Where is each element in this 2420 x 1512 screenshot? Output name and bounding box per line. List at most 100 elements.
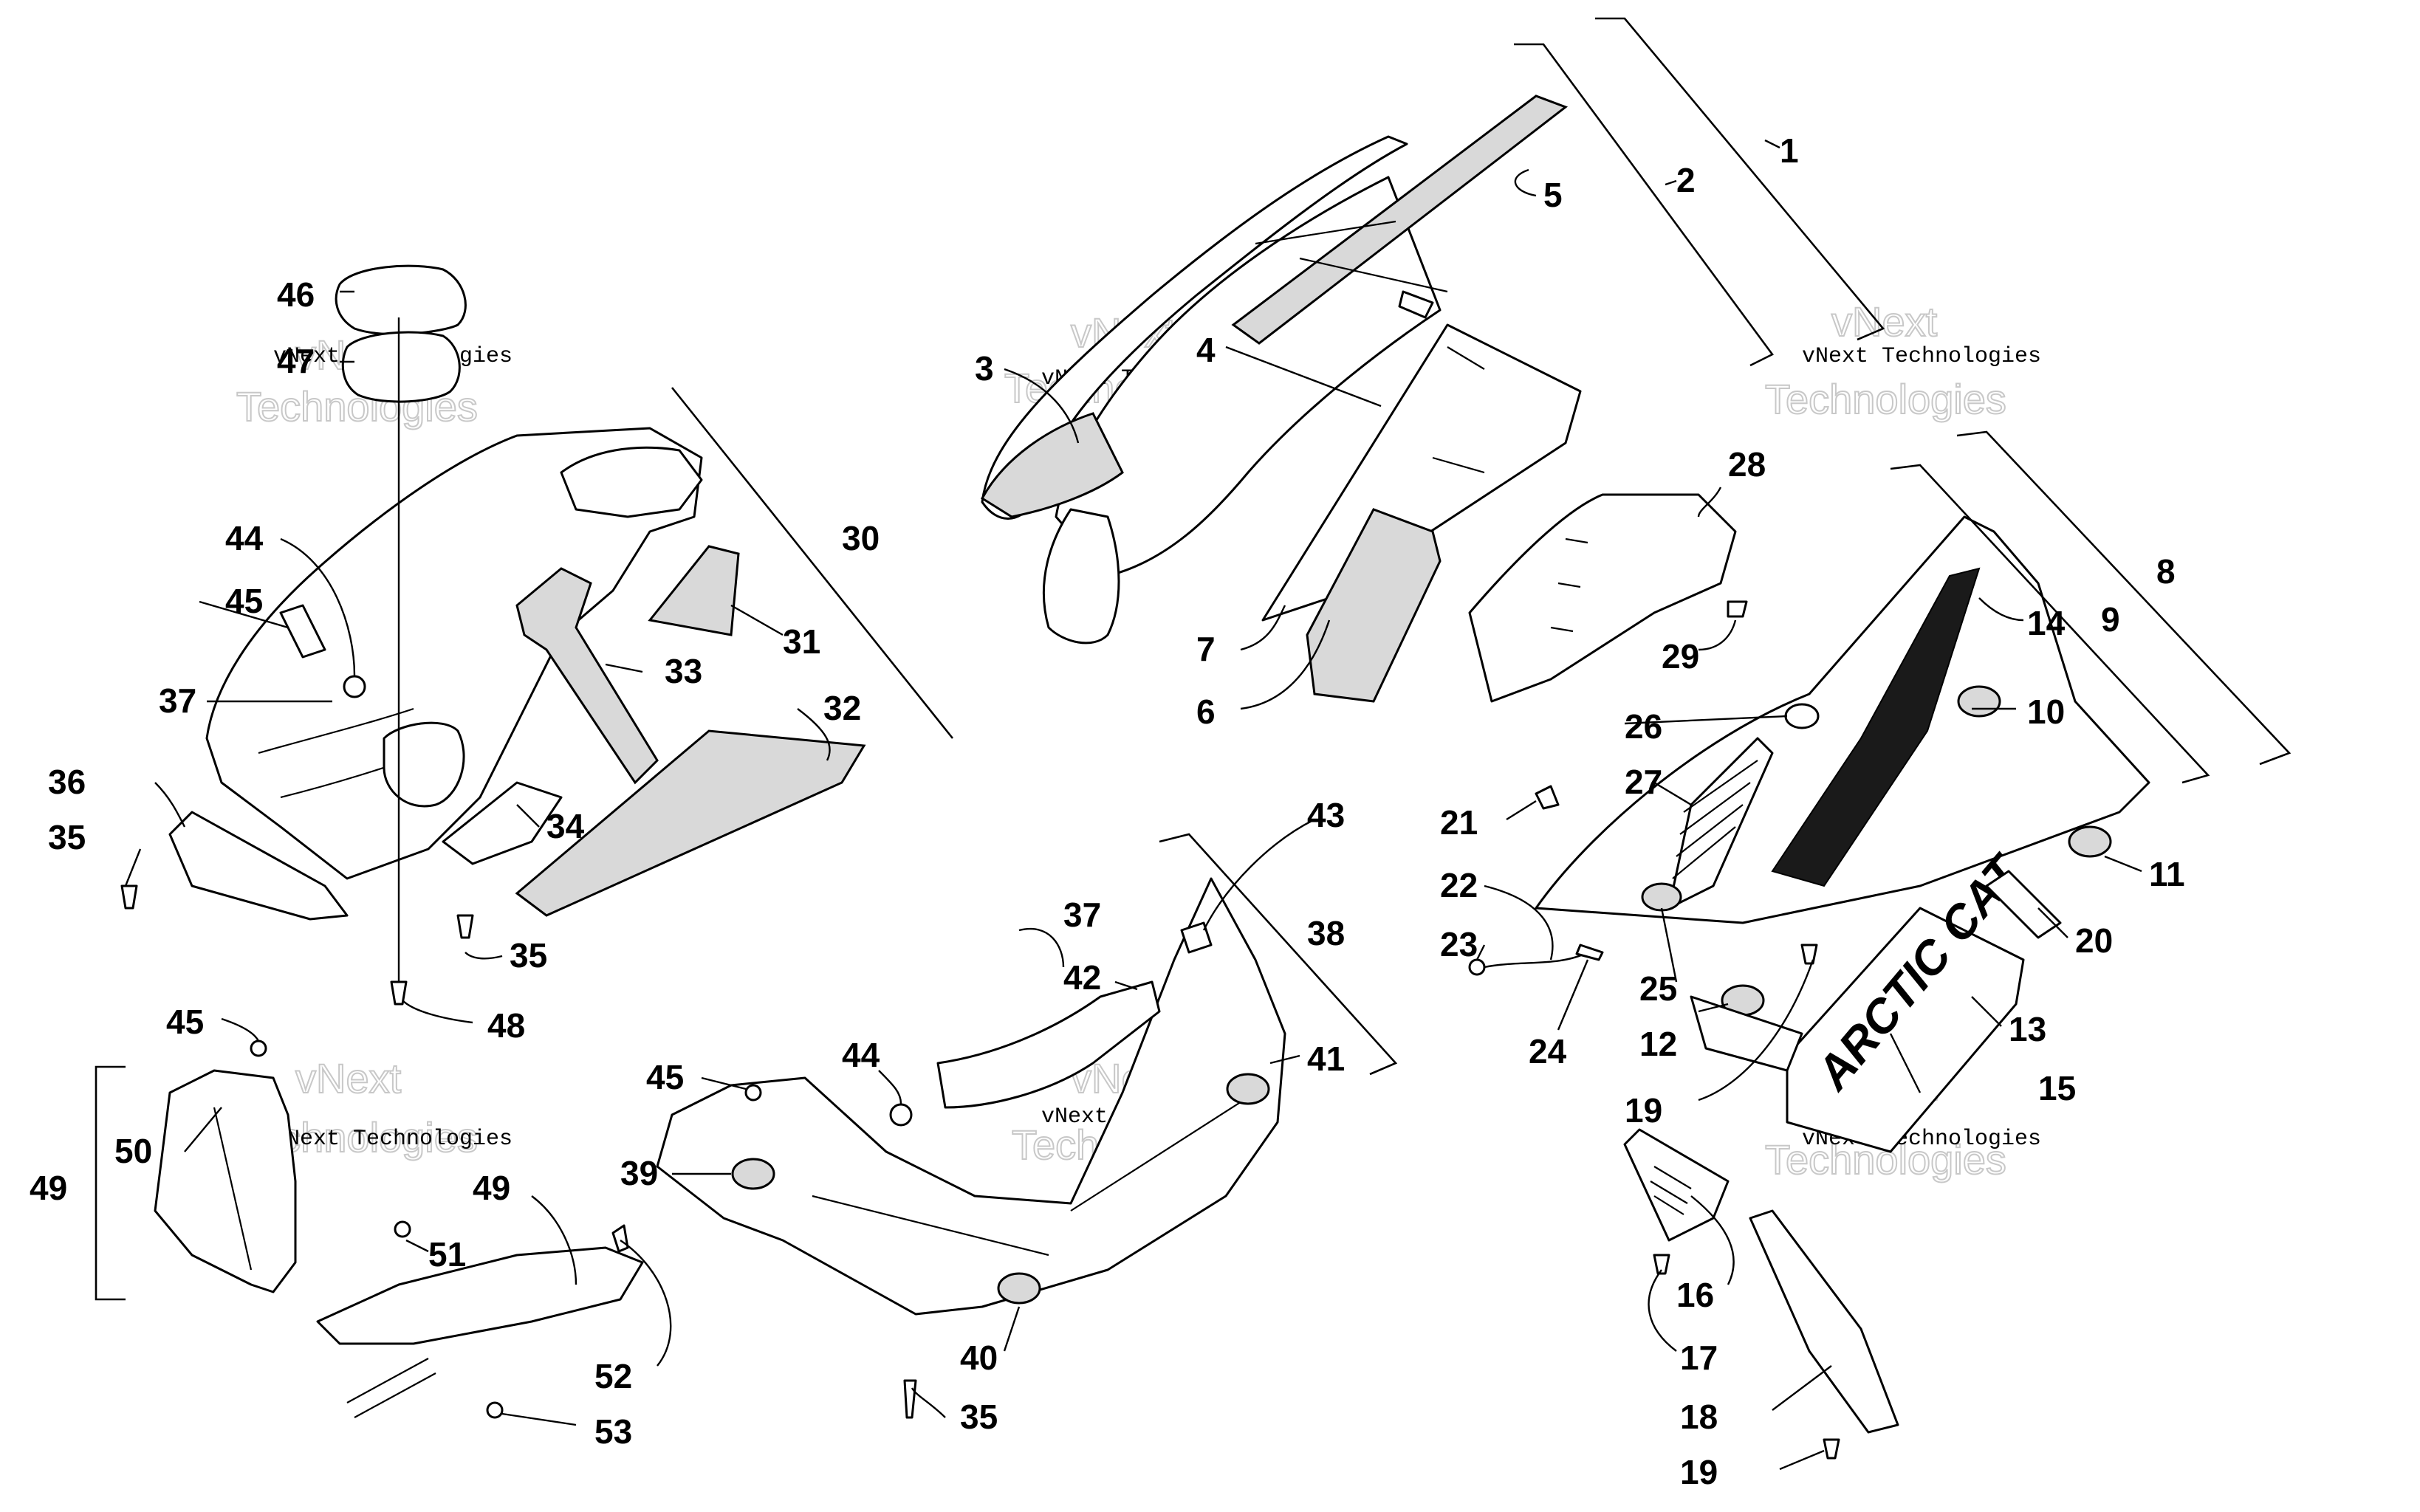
- hood-nose: [1042, 508, 1120, 645]
- kick-panel-assembly: [95, 1040, 644, 1419]
- leader-25: [1660, 907, 1678, 983]
- callout-47: 47: [277, 342, 315, 380]
- callout-49-b: 49: [473, 1169, 510, 1207]
- leader-50: [184, 1107, 222, 1152]
- console-body: [205, 427, 703, 880]
- leader-12: [1698, 1003, 1729, 1013]
- gauge-gasket: [341, 331, 461, 403]
- hood-inner-line: [1255, 220, 1396, 245]
- leader-2: [1665, 179, 1677, 186]
- screw-53: [486, 1401, 504, 1419]
- callout-20: 20: [2075, 921, 2113, 960]
- rivet-19-b: [1823, 1438, 1840, 1460]
- clip-21: [1535, 785, 1560, 810]
- watermark-text-4: vNext Technologies: [273, 1127, 513, 1152]
- console-side-panel: [168, 811, 349, 921]
- callout-28: 28: [1728, 445, 1766, 484]
- console-ear: [560, 446, 703, 518]
- leader-28: [1697, 487, 1722, 518]
- watermark-brand-b-3: Technologies: [1765, 376, 2006, 422]
- callout-2: 2: [1676, 161, 1696, 199]
- leader-41: [1269, 1054, 1300, 1065]
- windshield-foam-pad: [1306, 508, 1442, 703]
- callout-29: 29: [1662, 637, 1699, 676]
- watermark-brand-a-3: vNext: [1831, 298, 1938, 345]
- clip-45-a: [279, 604, 326, 659]
- connector-24: [1575, 944, 1604, 961]
- grommet-44-a: [343, 675, 366, 698]
- leader-14: [1978, 597, 2024, 622]
- leader-35-a: [465, 952, 503, 960]
- leader-3: [1004, 368, 1080, 444]
- leader-44-a: [280, 537, 356, 676]
- belly-pan: [656, 877, 1286, 1316]
- watermark-brand-a-4: vNext: [295, 1055, 402, 1102]
- leader-45-a: [199, 600, 289, 629]
- console-foam-strip: [515, 567, 659, 785]
- callout-3: 3: [975, 349, 994, 388]
- bracket-9: [1890, 464, 2210, 784]
- leader-17: [1648, 1269, 1677, 1352]
- callout-35-b: 35: [48, 818, 86, 856]
- callout-39: 39: [620, 1154, 658, 1192]
- leader-11: [2104, 855, 2142, 873]
- rivet-35-b: [120, 884, 138, 910]
- callout-33: 33: [665, 652, 702, 690]
- belly-guard-42: [936, 980, 1161, 1109]
- callout-19-b: 19: [1680, 1453, 1718, 1491]
- callout-25: 25: [1639, 969, 1677, 1008]
- foam-pad-39: [731, 1158, 775, 1190]
- leader-7: [1240, 605, 1286, 651]
- callout-17: 17: [1680, 1339, 1718, 1377]
- leader-34: [516, 804, 540, 828]
- console-bracket: [442, 781, 563, 865]
- callout-37-a: 37: [159, 681, 196, 720]
- kick-panel-edge: [213, 1107, 253, 1271]
- leader-26: [1624, 715, 1788, 725]
- callout-40: 40: [960, 1339, 998, 1377]
- callout-5: 5: [1543, 176, 1563, 214]
- hood-foam-pad: [981, 412, 1124, 518]
- gauge-bezel: [335, 264, 467, 336]
- storage-bin: [1468, 493, 1737, 703]
- leader-4: [1225, 346, 1382, 408]
- leader-32: [797, 708, 831, 761]
- callout-44-b: 44: [842, 1036, 880, 1074]
- callout-7: 7: [1196, 630, 1216, 668]
- callout-27: 27: [1625, 763, 1662, 801]
- leader-27: [1653, 781, 1692, 806]
- windshield-lens: [1261, 323, 1582, 622]
- callout-10: 10: [2027, 693, 2065, 731]
- lower-side-panel: [1786, 907, 2025, 1153]
- leader-15: [1889, 1033, 1922, 1093]
- leader-29: [1698, 619, 1737, 651]
- leader-20: [2037, 907, 2068, 938]
- callout-44-a: 44: [225, 519, 264, 557]
- callout-53: 53: [594, 1412, 632, 1451]
- callout-18: 18: [1680, 1398, 1718, 1436]
- callout-41: 41: [1307, 1040, 1345, 1078]
- foam-pad-10: [1957, 685, 2001, 718]
- callout-45-a: 45: [225, 582, 263, 620]
- callout-21: 21: [1440, 803, 1478, 842]
- callout-31: 31: [783, 622, 820, 661]
- rivet-35-a: [456, 914, 474, 939]
- bracket-49: [95, 1065, 126, 1301]
- callout-34: 34: [546, 807, 585, 845]
- leader-13: [1971, 996, 2002, 1027]
- leader-42: [1114, 980, 1138, 991]
- callout-35-a: 35: [510, 936, 547, 975]
- callout-43: 43: [1307, 796, 1345, 834]
- storage-bin-latch: [1727, 600, 1748, 618]
- screw-45-c: [744, 1084, 762, 1102]
- callout-8: 8: [2156, 552, 2176, 591]
- callout-30: 30: [842, 519, 880, 557]
- callout-50: 50: [114, 1132, 152, 1170]
- bracket-1-2: [1514, 17, 1885, 367]
- callout-15: 15: [2038, 1069, 2076, 1107]
- bracket-8: [1956, 430, 2292, 766]
- belly-pan-assembly: [656, 833, 1398, 1419]
- callout-46: 46: [277, 275, 315, 314]
- leader-19-a: [1698, 959, 1814, 1102]
